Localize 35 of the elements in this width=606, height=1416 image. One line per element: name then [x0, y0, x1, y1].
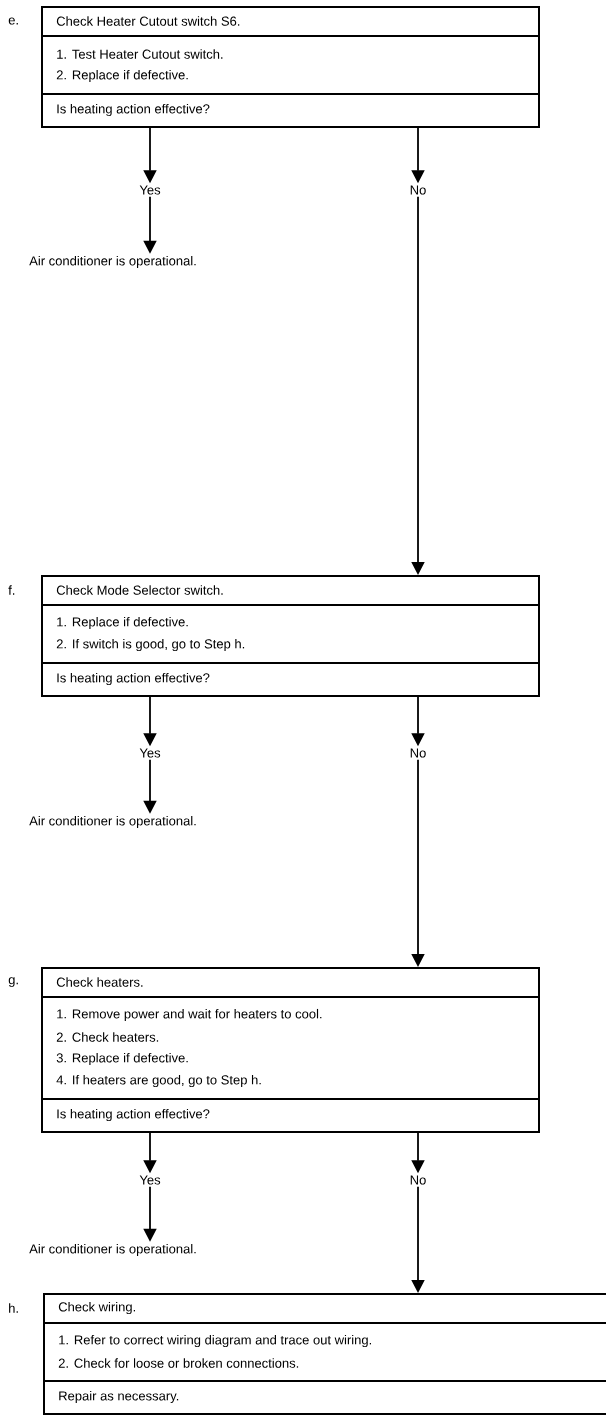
step-heading: Check Heater Cutout switch S6. [56, 16, 240, 26]
step-item: 1. Refer to correct wiring diagram and trace out wiring. [59, 1334, 372, 1348]
answer-label: No [410, 1175, 426, 1185]
step-item: 3. Replace if defective. [56, 1052, 188, 1066]
step-item: 2. Check heaters. [56, 1032, 159, 1042]
step-item: 2. If switch is good, go to Step h. [56, 638, 245, 652]
step-letter: g. [8, 977, 18, 987]
result-text: Air conditioner is operational. [29, 255, 196, 269]
step-box [40, 575, 540, 697]
question-text: Repair as necessary. [59, 1390, 179, 1404]
answer-label: Yes [139, 748, 161, 758]
step-heading: Check Mode Selector switch. [56, 585, 223, 595]
answer-label: Yes [139, 1175, 161, 1185]
step-box [40, 967, 540, 1133]
step-item: 4. If heaters are good, go to Step h. [56, 1074, 261, 1088]
answer-label: No [410, 748, 426, 758]
step-box [40, 6, 540, 128]
step-item: 1. Replace if defective. [57, 616, 188, 630]
step-item: 1. Remove power and wait for heaters to cool. [57, 1008, 322, 1022]
answer-label: Yes [139, 185, 161, 195]
question-text: Is heating action effective? [57, 1108, 210, 1122]
question-text: Is heating action effective? [57, 672, 210, 686]
result-text: Air conditioner is operational. [29, 815, 196, 829]
step-item: 1. Test Heater Cutout switch. [57, 49, 223, 59]
question-text: Is heating action effective? [57, 103, 210, 117]
result-text: Air conditioner is operational. [29, 1243, 196, 1257]
answer-label: No [410, 185, 426, 195]
step-heading: Check wiring. [58, 1301, 135, 1315]
step-heading: Check heaters. [56, 977, 143, 987]
step-box [42, 1293, 606, 1415]
step-letter: f. [8, 585, 15, 595]
step-item: 2. Check for loose or broken connections. [58, 1358, 299, 1368]
step-item: 2. Replace if defective. [56, 69, 188, 83]
step-letter: e. [8, 17, 18, 25]
step-letter: h. [9, 1303, 18, 1313]
